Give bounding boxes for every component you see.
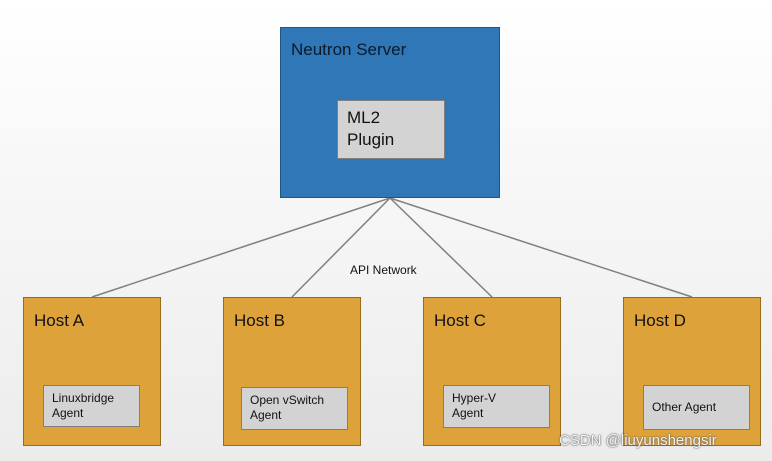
- host-b-box: Host B Open vSwitch Agent: [223, 297, 361, 446]
- host-c-title: Host C: [434, 311, 486, 330]
- plugin-label-line-1: ML2: [347, 108, 381, 127]
- agent-label-line-1: Other Agent: [652, 400, 717, 414]
- link-host-a: [91, 197, 391, 298]
- agent-label-line-2: Agent: [52, 406, 84, 420]
- open-vswitch-agent-box: Open vSwitch Agent: [241, 387, 348, 430]
- plugin-label-line-2: Plugin: [347, 130, 395, 149]
- csdn-watermark: CSDN @liuyunshengsir: [559, 432, 717, 449]
- agent-label-line-2: Agent: [250, 408, 282, 422]
- ml2-plugin-box: ML2 Plugin: [337, 100, 445, 159]
- host-a-title: Host A: [34, 311, 85, 330]
- api-network-label: API Network: [350, 263, 417, 277]
- link-host-b: [291, 197, 391, 298]
- host-d-box: Host D Other Agent: [623, 297, 761, 446]
- other-agent-box: Other Agent: [643, 385, 750, 430]
- host-a-box: Host A Linuxbridge Agent: [23, 297, 161, 446]
- host-c-box: Host C Hyper-V Agent: [423, 297, 561, 446]
- host-b-title: Host B: [234, 311, 286, 330]
- link-host-d: [389, 197, 693, 298]
- neutron-server-box: Neutron Server ML2 Plugin: [280, 27, 500, 198]
- server-title: Neutron Server: [291, 40, 407, 59]
- agent-label-line-2: Agent: [452, 406, 484, 420]
- host-d-title: Host D: [634, 311, 686, 330]
- linuxbridge-agent-box: Linuxbridge Agent: [43, 385, 140, 427]
- agent-label-line-1: Linuxbridge: [52, 391, 115, 405]
- hyper-v-agent-box: Hyper-V Agent: [443, 385, 550, 428]
- agent-label-line-1: Open vSwitch: [250, 393, 325, 407]
- link-host-c: [389, 197, 493, 298]
- agent-label-line-1: Hyper-V: [452, 391, 497, 405]
